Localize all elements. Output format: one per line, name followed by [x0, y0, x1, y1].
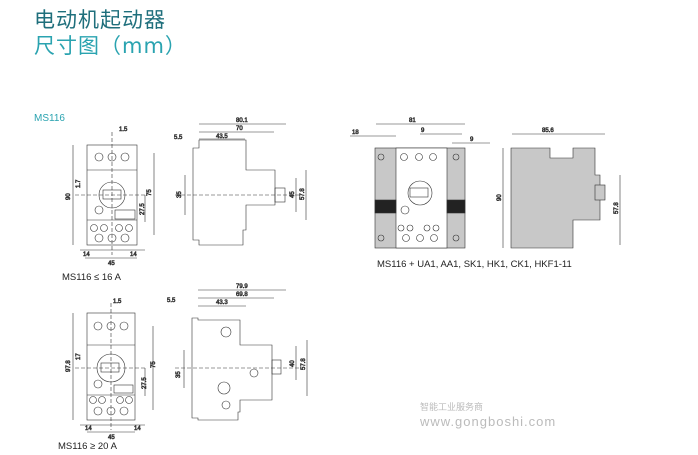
drawing-accessory-front — [350, 123, 490, 249]
caption-accessories: MS116 + UA1, AA1, SK1, HK1, CK1, HKF1-11 — [377, 259, 572, 270]
dim-label: 79.9 — [236, 284, 248, 290]
drawing-ms116-20a-front — [72, 303, 154, 433]
dim-label: 14 — [130, 252, 137, 258]
dim-label: 57.8 — [301, 358, 307, 370]
section-label: MS116 — [34, 113, 65, 124]
dim-label: 17 — [76, 353, 82, 360]
drawing-ms116-20a-side — [175, 289, 308, 421]
dim-label: 57.8 — [300, 188, 306, 200]
dim-label: 69.8 — [236, 292, 248, 298]
caption-ms116-16a: MS116 ≤ 16 A — [62, 272, 121, 283]
dim-label: 14 — [85, 426, 92, 432]
dim-label: 1.5 — [113, 299, 122, 305]
watermark-text: 智能工业服务商 — [420, 402, 484, 412]
dim-label: 27.5 — [142, 377, 148, 389]
dim-label: 80.1 — [236, 118, 248, 124]
page-subtitle: 尺寸图（mm） — [34, 34, 187, 58]
dim-label: 40 — [290, 360, 296, 367]
drawing-ms116-16a-side — [175, 123, 307, 246]
dim-label: 45 — [290, 191, 296, 198]
dim-label: 43.5 — [216, 134, 228, 140]
dim-label: 27.5 — [140, 203, 146, 215]
dim-label: 90 — [497, 194, 503, 201]
dim-label: 57.8 — [614, 202, 620, 214]
page-title: 电动机起动器 — [34, 8, 166, 32]
dim-label: 70 — [236, 126, 243, 132]
drawing-accessory-side — [502, 133, 621, 249]
dim-label: 5.5 — [167, 298, 176, 304]
dim-label: 9 — [470, 137, 474, 143]
dim-label: 35 — [177, 191, 183, 198]
dim-label: 43.3 — [216, 300, 228, 306]
dim-label: 75 — [147, 189, 153, 196]
dim-label: 1.5 — [119, 127, 128, 133]
caption-ms116-20a: MS116 ≥ 20 A — [58, 441, 117, 452]
dim-label: 5.5 — [174, 135, 183, 141]
dim-label: 45 — [108, 435, 115, 441]
dim-label: 90 — [66, 193, 72, 200]
dim-label: 85.6 — [542, 128, 554, 134]
dim-label: 81 — [409, 118, 416, 124]
dim-label: 97.8 — [66, 360, 72, 372]
dim-label: 14 — [83, 252, 90, 258]
dim-label: 35 — [176, 371, 182, 378]
dim-label: 45 — [108, 261, 115, 267]
dim-label: 75 — [151, 361, 157, 368]
dim-label: 14 — [134, 426, 141, 432]
dim-label: 1.7 — [76, 179, 82, 188]
dim-label: 9 — [421, 128, 425, 134]
dim-label: 18 — [352, 130, 359, 136]
watermark-url: www.gongboshi.com — [420, 414, 557, 429]
drawing-ms116-16a-front — [72, 132, 155, 259]
